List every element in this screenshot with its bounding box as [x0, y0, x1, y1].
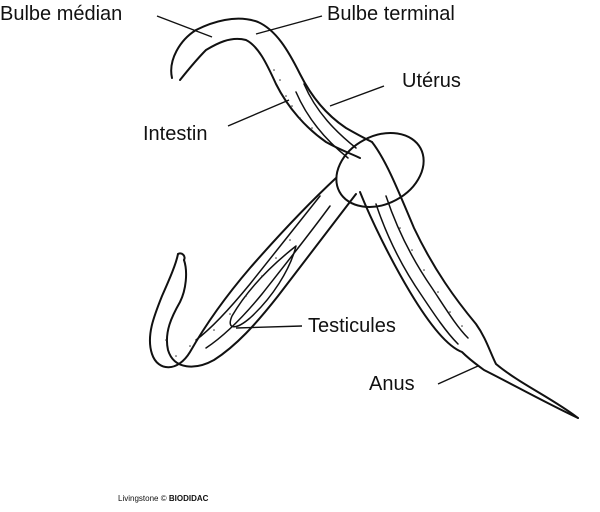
credit-author: Livingstone — [118, 494, 159, 503]
worm-loop-tip — [177, 252, 186, 261]
worm-loop-outer — [148, 177, 337, 369]
credit-line: Livingstone © BIODIDAC — [118, 494, 208, 503]
label-uterus: Utérus — [402, 70, 461, 92]
testicle-organ — [229, 245, 297, 328]
leader-uterus — [329, 85, 385, 107]
worm-posterior-inner-outline — [359, 191, 579, 419]
label-bulbe-terminal: Bulbe terminal — [327, 3, 455, 25]
uterus-tube-2 — [295, 91, 459, 345]
worm-head-inner-outline — [179, 38, 361, 159]
credit-symbol: © — [160, 494, 167, 503]
label-intestin: Intestin — [143, 123, 208, 145]
leader-testicules — [235, 325, 303, 329]
label-anus: Anus — [369, 373, 415, 395]
worm-loop-inner — [166, 193, 357, 368]
worm-posterior-outline — [371, 141, 579, 419]
label-bulbe-median: Bulbe médian — [0, 3, 123, 25]
leader-bulbe-median — [156, 15, 213, 38]
crossing-collar — [335, 132, 425, 208]
label-testicules: Testicules — [308, 315, 396, 337]
credit-source: BIODIDAC — [168, 494, 209, 503]
intestine-loop-2 — [205, 205, 331, 349]
intestine-loop — [195, 195, 321, 341]
leader-intestin — [227, 99, 290, 127]
leader-bulbe-terminal — [255, 15, 323, 35]
uterus-tube — [303, 83, 469, 339]
leader-anus — [437, 365, 479, 385]
